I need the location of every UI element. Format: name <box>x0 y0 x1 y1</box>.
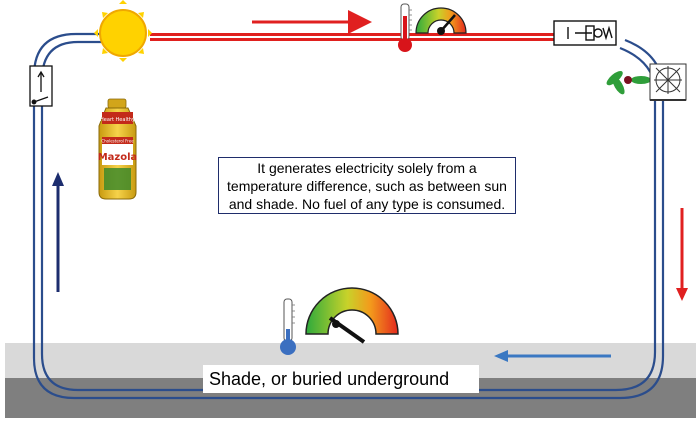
flow-arrow-bottom <box>494 350 611 362</box>
gauge-icon <box>415 7 467 35</box>
fan-icon <box>606 71 651 95</box>
sun-icon <box>94 0 152 62</box>
cold-gauge-icon <box>305 287 399 344</box>
bottle-brand: Mazola <box>98 152 138 163</box>
engine-icon <box>553 20 617 46</box>
oil-bottle-icon: Heart Healthy Cholesterol Free Mazola <box>98 98 138 200</box>
shade-label: Shade, or buried underground <box>203 365 479 393</box>
flow-arrow-left <box>52 172 64 292</box>
shade-label-text: Shade, or buried underground <box>209 368 450 389</box>
thermometer-icon <box>398 3 412 52</box>
bottle-top-label: Heart Healthy <box>100 117 135 123</box>
flow-arrow-right <box>676 208 688 301</box>
hot-pipe <box>150 33 554 41</box>
cold-thermometer-icon <box>280 298 296 355</box>
turbine-icon <box>649 63 687 101</box>
switch-icon <box>29 65 53 107</box>
description-text: It generates electricity solely from a t… <box>227 159 507 212</box>
bottle-small-label: Cholesterol Free <box>101 139 134 144</box>
description-box: It generates electricity solely from a t… <box>218 157 516 214</box>
